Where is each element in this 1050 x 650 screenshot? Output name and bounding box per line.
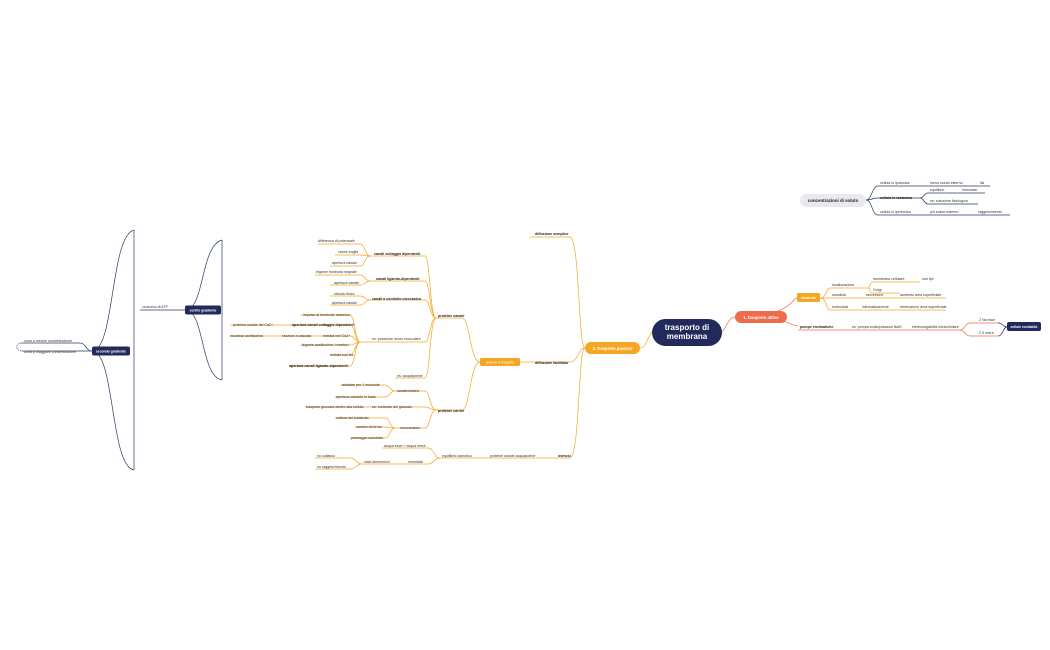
osmosi-label: osmosi: [558, 454, 571, 458]
zona-maggiore-label: zona a maggiore concentrazione: [24, 350, 76, 354]
piu-soluto-label: più soluto esterno: [930, 210, 958, 214]
canali-voltaggio-label: canali voltaggio dipendenti: [374, 252, 420, 256]
diffusione-semplice-label: diffusione semplice: [535, 232, 569, 236]
stasi-dimensioni-label: stasi dimensioni: [364, 460, 390, 464]
trasporto-passivo-label: 2. trasporto passivo: [593, 346, 633, 351]
apertura-canale-2-label: apertura canale: [334, 281, 359, 285]
stimolo-fisico-label: stimolo fisico: [334, 292, 355, 296]
concentrazioni-label: concentrazioni di soluto: [808, 198, 859, 203]
meccanismo-label: meccanismo: [400, 426, 420, 430]
elettronegativita-label: elettronegativita intracellulare: [912, 325, 959, 329]
internalizzazione-label: internalizzazione: [862, 305, 889, 309]
proteine-acquaporine-label: proteine canale acquaporine: [490, 454, 535, 458]
pompa-sodio-label: es: pompa sodio/potassio Na/K: [852, 325, 902, 329]
reazioni-cascata-label: reazioni a cascata: [282, 334, 311, 338]
impulso-assonico-label: impulso al terminale assonico: [303, 313, 350, 317]
proteina-ca-label: proteina canale del Ca2+: [233, 323, 273, 327]
caratteristiche-label: caratteristiche: [397, 389, 419, 393]
acquaporine-label: es: acquaporine: [397, 374, 423, 378]
zona-minore-label: zona a minore concentrazione: [24, 339, 72, 343]
pompe-enzimatiche-label: pompe enzimatiche: [800, 325, 833, 329]
molecole-glucosio-label: es: molecole del glucosio: [372, 405, 412, 409]
lisi-label: lisi: [980, 181, 984, 185]
legame-acetilcolina-label: legame acetilcolina / recettori: [302, 343, 349, 347]
posizione-neuro-label: es: posizione neuro muscolare: [372, 337, 421, 341]
consumo-atp-label: consumo di ATP: [142, 305, 169, 309]
apertura-ca-label: apertura canali voltaggio dipendenti: [292, 323, 354, 327]
secondo-gradiente-label: secondo gradiente: [96, 350, 126, 354]
node-concentrazioni[interactable]: concentrazioni di soluto: [800, 194, 866, 207]
no-collasso-label: no collasso: [317, 454, 335, 458]
central-topic-line-2: membrana: [667, 332, 708, 341]
esocitosi-acetilcolina-label: esocitosi acetilcolina: [230, 334, 263, 338]
proteine-canale-label: proteine canale: [438, 314, 464, 318]
apertura-ligando-label: apertura canali ligando-dipendenti: [289, 364, 348, 368]
canali-ligando-label: canali ligando-dipendenti: [376, 277, 419, 281]
entrata-na-label: entrata ioni Na: [330, 353, 353, 357]
secrezione-label: secrezione: [866, 293, 883, 297]
central-topic-line-1: trasporto di: [665, 323, 709, 332]
vari-tipi-label: vari tipi: [922, 277, 934, 281]
canali-meccanici-label: canali a controllo meccanico: [372, 297, 422, 301]
valore-soglia-label: valore soglia: [338, 250, 358, 254]
node-cellule-eccitabile[interactable]: cellule eccitabile: [1007, 322, 1041, 331]
ipertonica-label: cellula in ipertonica: [880, 210, 911, 214]
membrana-cellulare-label: membrana cellulare: [873, 277, 905, 281]
ipotonica-label: cellula in ipotonica: [880, 181, 909, 185]
raggrinzimento-label: raggrinzimento: [978, 210, 1002, 214]
esocitosi-label: esocitosi: [832, 293, 846, 297]
acqua-esce-entra-label: acqua esce = acqua entra: [384, 444, 425, 448]
trasporto-glucosio-label: trasporto glucosio dentro alla cellula: [306, 405, 363, 409]
node-contro-gradiente[interactable]: contro gradiente: [185, 305, 221, 315]
localizzazione-label: localizzazione: [832, 283, 854, 287]
cellule-eccitabile-label: cellule eccitabile: [1011, 325, 1038, 329]
node-vescicole[interactable]: vescicole: [797, 293, 820, 302]
vescicole-label: vescicole: [801, 296, 816, 300]
differenza-potenziale-label: differenza di potenziale: [318, 239, 355, 243]
proteine-trasporto-label: proteine di trasporto: [486, 361, 515, 365]
apertura-variante-label: apertura variante in base: [336, 395, 376, 399]
endocitosi-label: endocitosi: [832, 305, 848, 309]
node-secondo-gradiente[interactable]: secondo gradiente: [92, 346, 130, 356]
fisiologica-label: es: soluzione fisiologica: [930, 199, 968, 203]
immutata-label: immutata: [962, 188, 977, 192]
node-trasporto-passivo[interactable]: 2. trasporto passivo: [585, 342, 640, 354]
legame-molecola-label: legame molecola segnale: [316, 270, 357, 274]
equilibrio-label: equilibrio: [930, 188, 944, 192]
k-entra-label: 2 K entra: [979, 331, 994, 335]
contro-gradiente-label: contro gradiente: [190, 309, 217, 313]
node-trasporto-attivo[interactable]: 1. trasporto attivo: [735, 311, 787, 323]
isotonica-label: cellula in isotonica: [880, 196, 913, 200]
na-esce-label: 2 Na esce: [979, 318, 995, 322]
proteine-carrier-label: proteine carrier: [438, 409, 465, 413]
diminuzione-area-label: diminuzione area superficiale: [900, 305, 947, 309]
apertura-canale-3-label: apertura canale: [332, 301, 357, 305]
cambio-forma-label: cambio di forma: [356, 425, 382, 429]
immutata-osmosi-label: immutata: [408, 460, 423, 464]
entrata-ca-label: entrata ioni Ca2+: [323, 334, 350, 338]
adattate-label: adattate per 1 molecola: [342, 383, 380, 387]
apertura-canale-1-label: apertura canale: [332, 261, 357, 265]
trasporto-attivo-label: 1. trasporto attivo: [743, 315, 779, 320]
meno-soluto-label: meno soluto esterno: [930, 181, 963, 185]
no-raggrinzimento-label: no raggrinzimento: [317, 465, 346, 469]
cattura-substrato-label: cattura del substrato: [336, 416, 369, 420]
aumento-area-label: aumento area superficiale: [900, 293, 941, 297]
diffusione-facilitata-label: diffusione facilitata: [535, 361, 569, 365]
passaggio-substrato-label: passaggio substrato: [351, 436, 383, 440]
node-proteine-trasporto[interactable]: proteine di trasporto: [480, 358, 520, 366]
equilibrio-osmotico-label: equilibrio osmotico: [442, 454, 472, 458]
golgi-label: Golgi: [873, 288, 882, 292]
